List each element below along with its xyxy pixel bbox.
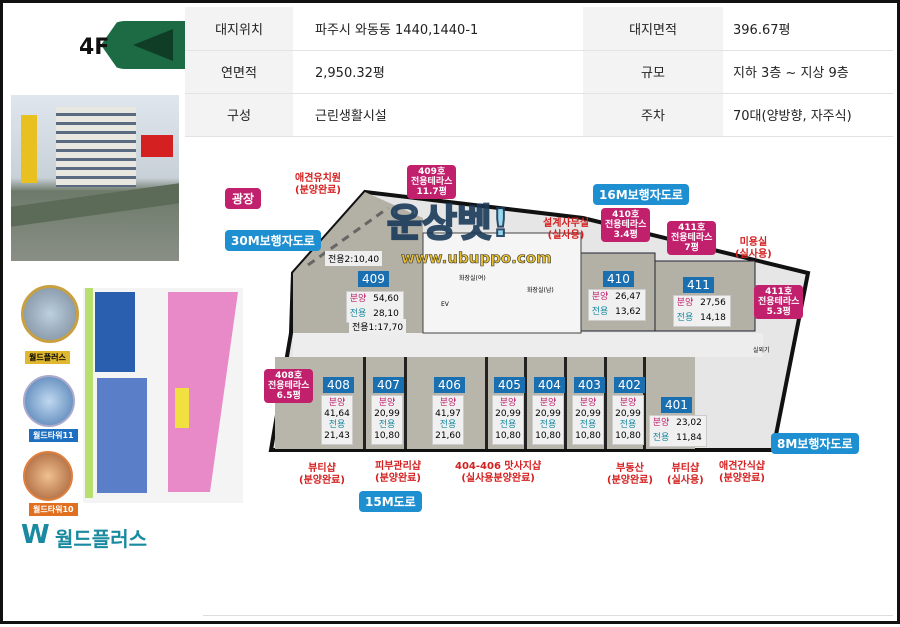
dashed-line	[307, 206, 389, 267]
bottom-divider	[203, 615, 893, 616]
unit-401-label[interactable]: 401	[661, 397, 692, 413]
note-hair-salon: 미용실(실사용)	[735, 237, 772, 260]
core-area	[422, 232, 582, 334]
wall	[643, 357, 646, 449]
road-16m: 16M보행자도로	[593, 184, 689, 205]
road-8m: 8M보행자도로	[771, 433, 859, 454]
room-wc-male: 화장실(남)	[527, 287, 554, 294]
unit-409-excl2: 전용2:10,40	[325, 251, 383, 266]
floor-label: 4F	[79, 35, 110, 60]
note-pet-kindergarten: 애견유치원(분양완료)	[295, 173, 341, 196]
wall	[604, 357, 607, 449]
world-plus-logo-mark: W	[21, 520, 50, 550]
room-wc-female: 화장실(여)	[459, 275, 486, 282]
note-pet-snack: 애견간식샵(분양완료)	[719, 461, 765, 484]
unit-407-label[interactable]: 407	[373, 377, 404, 393]
map-photo-world-tower11	[23, 375, 75, 427]
map-label-world-plus: 월드플러스	[25, 351, 70, 364]
unit-405-label[interactable]: 405	[494, 377, 525, 393]
road-15m: 15M도로	[359, 491, 422, 512]
unit-408-label[interactable]: 408	[323, 377, 354, 393]
unit-409-label[interactable]: 409	[358, 271, 389, 287]
wall	[404, 357, 407, 449]
wall	[363, 357, 366, 449]
room-outdoor-unit: 실외기	[753, 347, 770, 354]
wall	[564, 357, 567, 449]
road-30m: 30M보행자도로	[225, 230, 321, 251]
note-design-office: 설계사무실(실사용)	[543, 218, 589, 241]
unit-411-label[interactable]: 411	[683, 277, 714, 293]
floor-badge-arrow	[133, 29, 173, 61]
wall	[485, 357, 488, 449]
unit-403-label[interactable]: 403	[574, 377, 605, 393]
map-photo-world-tower10	[23, 451, 73, 501]
unit-406-label[interactable]: 406	[434, 377, 465, 393]
site-map	[83, 288, 243, 503]
map-label-world-tower10: 월드타워10	[29, 503, 78, 516]
note-real-estate: 부동산(분양완료)	[607, 463, 653, 486]
unit-410-label[interactable]: 410	[603, 271, 634, 287]
watermark-url: www.ubuppo.com	[401, 249, 552, 268]
building-photo	[11, 95, 179, 261]
room-ev: EV	[441, 301, 449, 308]
unit-402-label[interactable]: 402	[614, 377, 645, 393]
watermark-text: 운상벳!	[386, 200, 510, 246]
map-label-world-tower11: 월드타워11	[29, 429, 78, 442]
unit-409-excl1: 전용1:17,70	[349, 319, 407, 334]
wall	[524, 357, 527, 449]
note-beauty-shop-408: 뷰티샵(분양완료)	[299, 463, 345, 486]
note-massage: 404-406 맛사지샵(실사용분양완료)	[455, 461, 542, 484]
plaza-label: 광장	[225, 188, 262, 209]
map-photo-world-plus	[21, 285, 79, 343]
world-plus-logo: 월드플러스	[55, 527, 147, 551]
unit-404-label[interactable]: 404	[534, 377, 565, 393]
corridor	[293, 333, 763, 357]
note-beauty-shop-402: 뷰티샵(실사용)	[667, 463, 704, 486]
note-skin-care: 피부관리샵(분양완료)	[375, 461, 421, 484]
